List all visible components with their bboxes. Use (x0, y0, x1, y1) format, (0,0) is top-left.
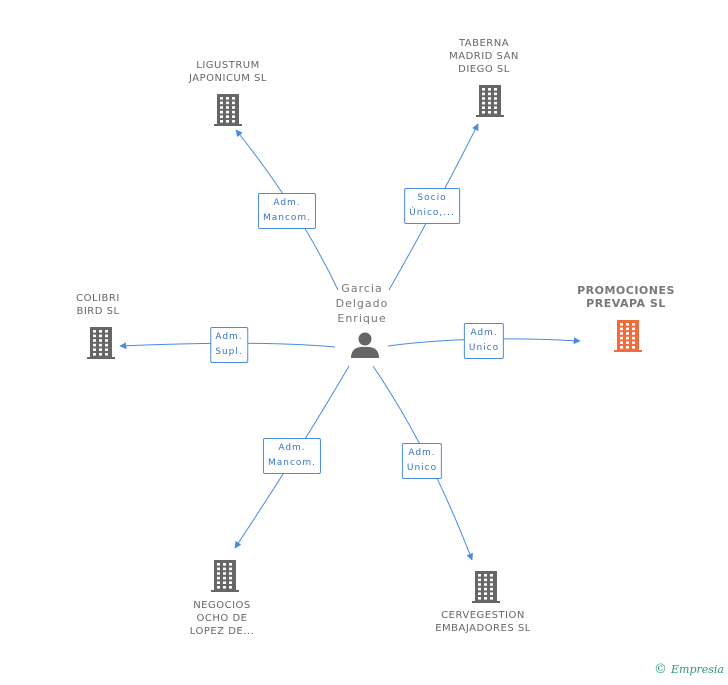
label-line: PREVAPA SL (586, 297, 666, 310)
label-line: Socio (417, 193, 447, 203)
label-line: Adm. (470, 328, 498, 338)
edge-label-colibri[interactable]: Adm. Supl. (210, 327, 248, 363)
edge-label-negocios[interactable]: Adm. Mancom. (262, 438, 322, 474)
label-line: Mancom. (262, 213, 312, 223)
building-icon[interactable] (472, 571, 500, 603)
label-line: NEGOCIOS (193, 600, 251, 611)
label-line: COLIBRI (76, 293, 120, 304)
label-line: LIGUSTRUM (196, 60, 260, 71)
label-line: Único,... (409, 208, 455, 218)
label-line: DIEGO SL (458, 64, 510, 75)
icons-layer (87, 85, 642, 603)
building-icon[interactable] (214, 94, 242, 126)
label-line: Adm. (278, 443, 306, 453)
company-label-colibri[interactable]: COLIBRI BIRD SL (76, 292, 120, 318)
label-line: EMBAJADORES SL (435, 623, 531, 634)
label-line: Delgado (335, 297, 389, 310)
label-line: Unico (468, 343, 500, 353)
label-line: Garcia (341, 282, 383, 295)
edge-label-cervegestion[interactable]: Adm. Unico (401, 443, 443, 479)
company-label-negocios[interactable]: NEGOCIOS OCHO DE LOPEZ DE... (190, 599, 255, 638)
label-line: LOPEZ DE... (189, 626, 255, 637)
label-line: BIRD SL (76, 306, 120, 317)
label-line: Adm. (215, 332, 243, 342)
edges-layer (119, 123, 581, 561)
copyright-symbol: © (654, 662, 667, 677)
label-line: Adm. (273, 198, 301, 208)
label-line: JAPONICUM SL (189, 73, 267, 84)
building-icon[interactable] (211, 560, 239, 592)
label-line: TABERNA (458, 38, 510, 49)
label-line: Mancom. (267, 458, 317, 468)
label-line: Adm. (408, 448, 436, 458)
label-line: Enrique (337, 312, 387, 325)
building-icon[interactable] (614, 320, 642, 352)
company-label-ligustrum[interactable]: LIGUSTRUM JAPONICUM SL (189, 59, 267, 85)
building-icon[interactable] (87, 327, 115, 359)
company-label-cervegestion[interactable]: CERVEGESTION EMBAJADORES SL (435, 609, 531, 635)
label-line: MADRID SAN (449, 51, 519, 62)
label-line: PROMOCIONES (577, 284, 675, 297)
footer-brand: © Empresia (654, 662, 724, 677)
edge-label-promociones[interactable]: Adm. Unico (463, 323, 505, 359)
building-icon[interactable] (476, 85, 504, 117)
label-line: CERVEGESTION (441, 610, 525, 621)
person-icon[interactable] (351, 332, 379, 359)
label-line: Supl. (215, 347, 243, 357)
brand-name: Empresia (671, 663, 724, 676)
company-label-taberna[interactable]: TABERNA MADRID SAN DIEGO SL (449, 37, 519, 76)
label-line: Unico (406, 463, 438, 473)
edge-label-ligustrum[interactable]: Adm. Mancom. (257, 193, 317, 229)
label-line: OCHO DE (196, 613, 248, 624)
